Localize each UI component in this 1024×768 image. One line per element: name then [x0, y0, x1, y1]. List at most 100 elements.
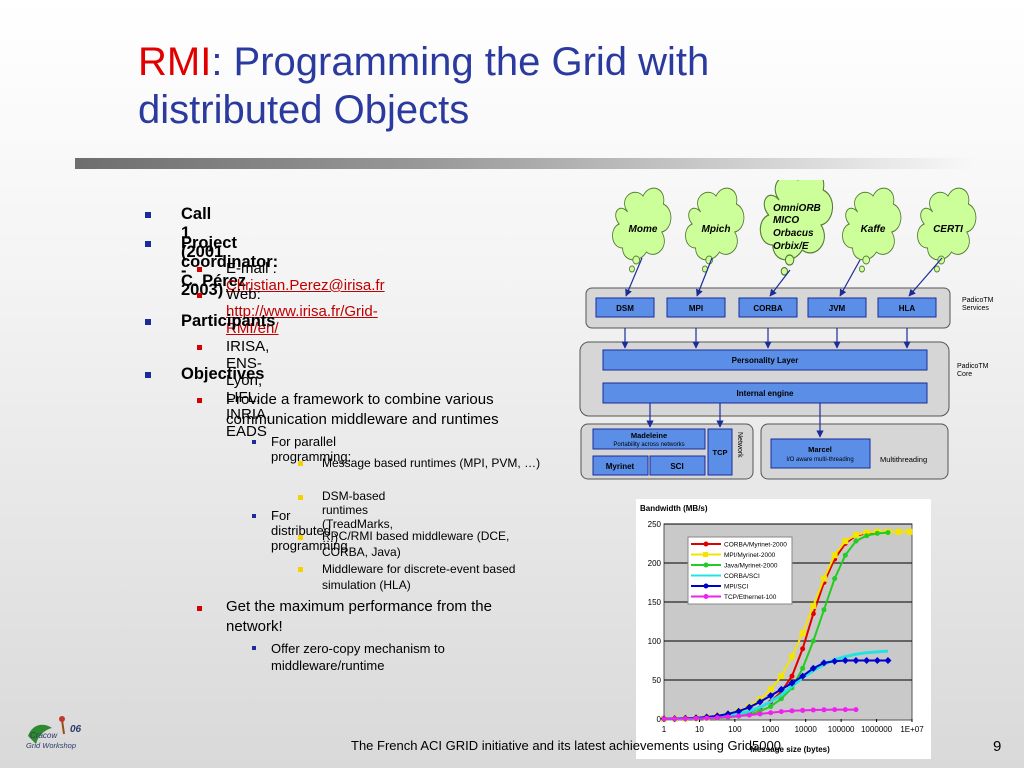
service-mpi: MPI — [666, 297, 726, 318]
data-point — [885, 530, 891, 536]
data-point — [884, 657, 892, 664]
bullet-marker — [145, 212, 151, 218]
data-point — [841, 657, 849, 664]
x-tick-label: 100 — [728, 725, 742, 734]
data-point — [788, 653, 795, 660]
bullet-marker — [252, 646, 256, 650]
service-dsm: DSM — [595, 297, 655, 318]
data-point — [693, 715, 699, 721]
bullet-marker — [298, 535, 303, 540]
data-point — [704, 715, 710, 721]
data-point — [778, 709, 784, 715]
email-prefix: E-mail : — [226, 260, 277, 277]
svg-text:SCI: SCI — [670, 462, 683, 471]
web-link[interactable]: http://www.irisa.fr/Grid-RMI/en/ — [226, 303, 378, 337]
data-point — [736, 713, 742, 719]
title-accent: RMI — [138, 40, 212, 84]
bullet-obj1: Provide a framework to combine various c… — [226, 391, 499, 428]
data-point — [809, 664, 817, 672]
legend-marker — [703, 594, 709, 599]
bullet-marker — [298, 495, 303, 500]
y-tick-label: 50 — [652, 676, 661, 685]
series-lines — [660, 528, 913, 723]
data-point — [874, 530, 880, 536]
bullet-zerocopy: Offer zero-copy mechanism to middleware/… — [271, 641, 445, 673]
omni-line-1: OmniORB — [773, 203, 821, 214]
data-point — [767, 686, 774, 693]
x-tick-label: 1000 — [761, 725, 779, 734]
bullet-distributed: For distributed programming — [271, 508, 348, 553]
bullet-email: E-mail : Christian.Perez@irisa.fr — [226, 260, 385, 294]
svg-text:HLA: HLA — [899, 304, 916, 313]
cloud-kaffe-label: Kaffe — [861, 224, 886, 235]
data-point — [756, 698, 764, 706]
data-point — [799, 672, 807, 680]
data-point — [864, 533, 870, 539]
legend-marker — [703, 562, 709, 568]
data-point — [746, 712, 752, 718]
bullet-obj2: Get the maximum performance from the net… — [226, 598, 492, 635]
bullet-call: Call 1 (2001 - 2003) — [181, 205, 224, 299]
svg-text:MPI: MPI — [689, 304, 703, 313]
bullet-marker — [252, 440, 256, 444]
svg-text:I/O aware multi-threading: I/O aware multi-threading — [786, 457, 853, 463]
svg-text:TCP: TCP — [713, 448, 728, 457]
page-number: 9 — [993, 738, 1002, 755]
internal-engine: Internal engine — [602, 382, 928, 404]
bullet-marker — [197, 345, 202, 350]
bullet-middleware: Middleware for discrete-event based simu… — [322, 562, 516, 592]
service-hla: HLA — [877, 297, 937, 318]
services-label-1: PadicoTM — [962, 297, 994, 304]
y-tick-label: 0 — [657, 715, 662, 724]
y-tick-label: 100 — [648, 637, 662, 646]
omni-line-2: MICO — [773, 215, 799, 226]
data-point — [767, 692, 775, 700]
data-point — [788, 679, 796, 687]
x-tick-label: 100000 — [828, 725, 855, 734]
services-label-2: Services — [962, 305, 989, 312]
series-5 — [661, 707, 859, 722]
legend-marker — [703, 541, 709, 547]
data-point — [852, 531, 859, 538]
bullet-message-based: Message based runtimes (MPI, PVM, …) — [322, 456, 541, 470]
data-point — [714, 715, 720, 721]
data-point — [820, 659, 828, 667]
title-divider — [75, 158, 975, 169]
cloud-arrows — [625, 257, 943, 297]
slide-title: RMI: Programming the Grid with distribut… — [138, 38, 898, 134]
network-label: Network — [736, 432, 743, 458]
bullet-dsm: DSM-based runtimes (TreadMarks, …) — [322, 489, 393, 545]
legend-label: TCP/Ethernet-100 — [724, 594, 777, 601]
chart-title: Bandwidth (MB/s) — [640, 504, 708, 513]
cloud-kaffe: Kaffe — [842, 187, 902, 273]
cloud-mpich-label: Mpich — [702, 224, 731, 235]
y-tick-label: 200 — [648, 559, 662, 568]
data-point — [735, 707, 743, 715]
email-link[interactable]: Christian.Perez@irisa.fr — [226, 277, 385, 294]
bullet-rpc: RPC/RMI based middleware (DCE, CORBA, Ja… — [322, 529, 510, 559]
bullet-coordinator: Project coordinator: C. Pérez — [181, 234, 279, 290]
data-point — [778, 696, 784, 702]
sci-box: SCI — [649, 455, 706, 476]
core-label-1: PadicoTM — [957, 363, 989, 370]
legend-marker — [703, 552, 708, 557]
madeleine-box: Madeleine Portability across networks — [592, 428, 706, 450]
data-point — [895, 528, 902, 535]
bullet-marker — [298, 461, 303, 466]
bullet-marker — [145, 319, 151, 325]
omni-line-3: Orbacus — [773, 228, 814, 239]
data-point — [831, 552, 838, 559]
y-tick-label: 250 — [648, 520, 662, 529]
data-point — [906, 528, 913, 535]
data-point — [810, 707, 816, 713]
data-point — [789, 708, 795, 714]
data-point — [863, 529, 870, 536]
data-point — [810, 611, 816, 617]
data-point — [745, 703, 753, 711]
data-point — [821, 707, 827, 713]
data-point — [842, 552, 848, 558]
data-point — [810, 638, 816, 644]
legend-marker — [703, 583, 709, 589]
